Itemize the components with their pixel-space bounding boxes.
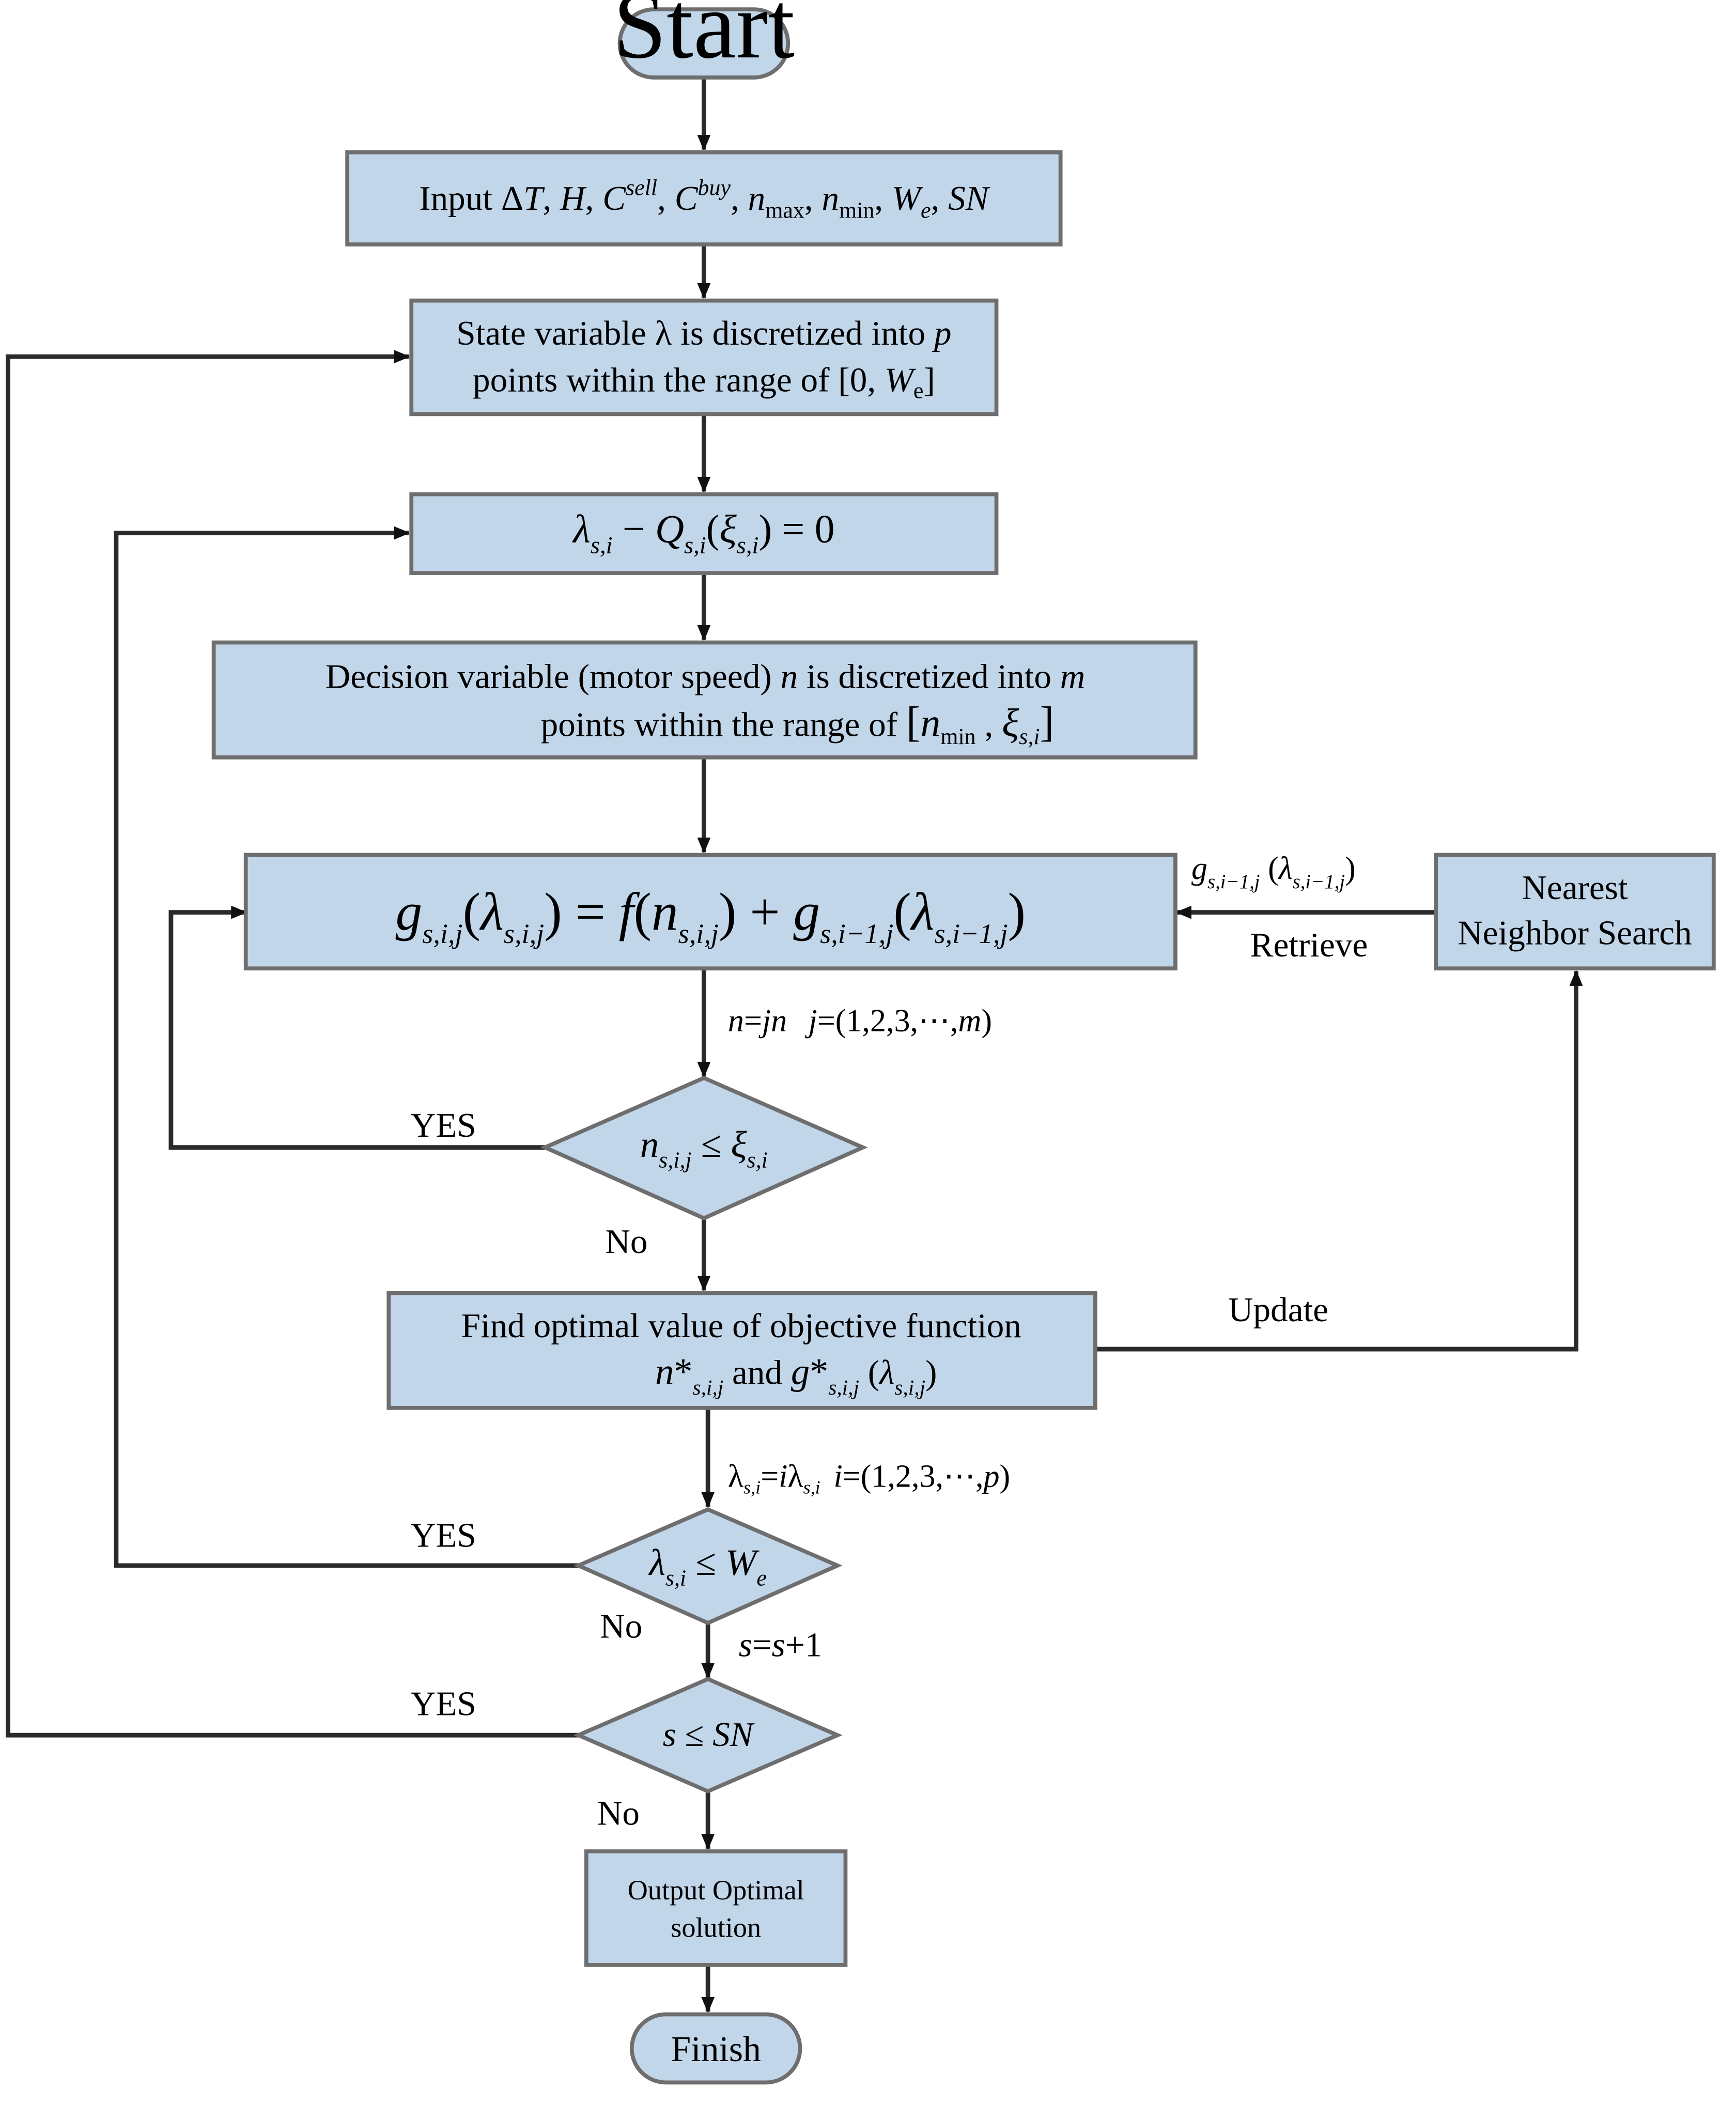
retrieve-value-label: gs,i−1,j (λs,i−1,j) — [1191, 851, 1356, 893]
node-finish: Finish — [629, 2012, 802, 2085]
edge-cond-lambda-yes-loop — [114, 526, 579, 1568]
node-decision: Decision variable (motor speed) n is dis… — [211, 640, 1198, 760]
edge-find-update-nearest — [1095, 969, 1583, 1352]
state-line2: points within the range of [0, We] — [473, 360, 935, 403]
edge-cond-s-yes-loop — [6, 350, 579, 1738]
constraint-equation: λs,i − Qs,i(ξs,i) = 0 — [572, 507, 834, 559]
node-recursion: gs,i,j(λs,i,j) = f(ns,i,j) + gs,i−1,j(λs… — [243, 853, 1177, 971]
input-label: Input ΔT, H, Csell, Cbuy, nmax, nmin, We… — [419, 175, 990, 223]
decision-line2: points within the range of [nmin , ξs,i] — [541, 698, 1055, 749]
node-cond-n: ns,i,j ≤ ξs,i — [540, 1076, 868, 1220]
retrieve-label: Retrieve — [1250, 925, 1368, 964]
node-cond-s: s ≤ SN — [573, 1677, 843, 1793]
node-cond-lambda: λs,i ≤ We — [573, 1507, 843, 1626]
edges — [6, 77, 1583, 2013]
no-label-cond-lambda: No — [600, 1606, 642, 1645]
finish-label: Finish — [671, 2030, 761, 2069]
yes-label-cond-lambda: YES — [411, 1516, 476, 1555]
node-nearest-neighbor: Nearest Neighbor Search — [1434, 853, 1716, 971]
node-start: Start — [613, 0, 795, 80]
nearest-line2: Neighbor Search — [1458, 914, 1692, 952]
find-line2: n*s,i,j and g*s,i,j (λs,i,j) — [655, 1351, 937, 1399]
state-line1: State variable λ is discretized into p — [456, 314, 951, 352]
node-input: Input ΔT, H, Csell, Cbuy, nmax, nmin, We… — [345, 150, 1063, 246]
output-line2: solution — [671, 1912, 761, 1943]
cond-n-label: ns,i,j ≤ ξs,i — [640, 1124, 768, 1173]
node-constraint: λs,i − Qs,i(ξs,i) = 0 — [409, 492, 999, 575]
node-output: Output Optimal solution — [584, 1849, 848, 1967]
cond-s-label: s ≤ SN — [663, 1715, 755, 1754]
no-label-cond-n: No — [605, 1222, 647, 1261]
yes-label-cond-n: YES — [411, 1106, 476, 1144]
loop-s-label: s=s+1 — [739, 1626, 823, 1664]
cond-lambda-label: λs,i ≤ We — [648, 1542, 766, 1591]
yes-label-cond-s: YES — [411, 1684, 476, 1723]
recursion-equation: gs,i,j(λs,i,j) = f(ns,i,j) + gs,i−1,j(λs… — [396, 883, 1026, 949]
node-find-optimal: Find optimal value of objective function… — [386, 1291, 1097, 1410]
start-label: Start — [613, 0, 795, 79]
update-label: Update — [1228, 1290, 1328, 1329]
nearest-line1: Nearest — [1522, 868, 1628, 907]
find-line1: Find optimal value of objective function — [461, 1306, 1021, 1345]
node-state: State variable λ is discretized into p p… — [409, 298, 999, 416]
output-line1: Output Optimal — [628, 1875, 804, 1906]
no-label-cond-s: No — [597, 1793, 640, 1832]
edge-cond-n-yes-loop — [168, 905, 545, 1150]
decision-line1: Decision variable (motor speed) n is dis… — [326, 657, 1086, 695]
